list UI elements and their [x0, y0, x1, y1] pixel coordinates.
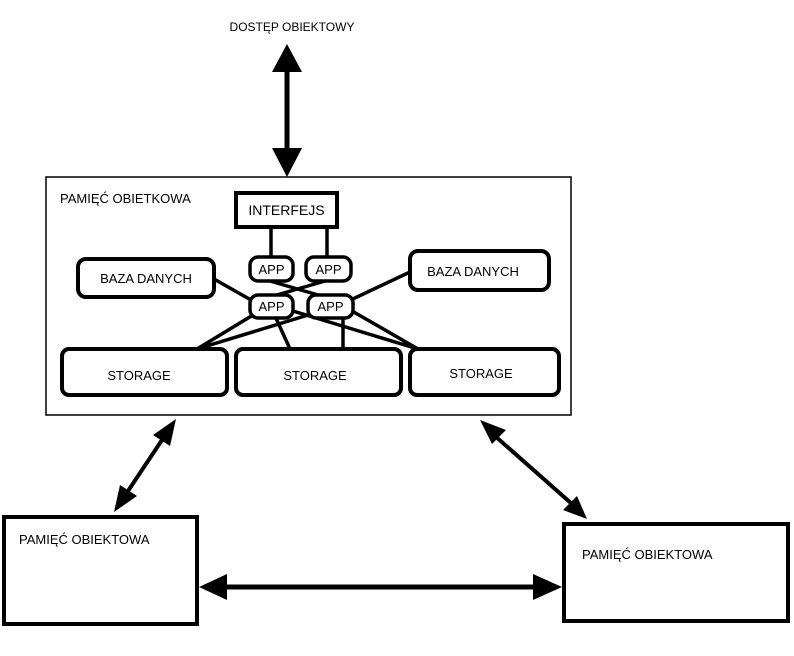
left-diagonal-arrow [114, 419, 176, 512]
app-label: APP [258, 299, 284, 314]
storage-box [234, 347, 403, 397]
storage-box [408, 347, 561, 397]
app-node [248, 255, 295, 283]
app-node [248, 293, 295, 320]
database-box-left [76, 257, 216, 299]
database-label: BAZA DANYCH [427, 264, 519, 279]
app-node [306, 293, 355, 320]
database-label: BAZA DANYCH [100, 271, 192, 286]
remote-right-label: PAMIĘĆ OBIEKTOWA [582, 547, 713, 562]
interface-label: INTERFEJS [248, 202, 324, 218]
app-label: APP [317, 299, 343, 314]
storage-label: STORAGE [283, 368, 347, 383]
main-box-label: PAMIĘĆ OBIETKOWA [60, 191, 191, 206]
remote-left-label: PAMIĘĆ OBIEKTOWA [19, 532, 150, 547]
remote-storage-right [562, 522, 790, 623]
bottom-horizontal-arrow [199, 574, 562, 600]
database-box-right [408, 249, 551, 292]
top-access-arrow [272, 44, 302, 177]
remote-storage-left [2, 515, 199, 626]
right-diagonal-arrow [480, 420, 587, 519]
interface-box [234, 191, 339, 229]
storage-label: STORAGE [107, 368, 171, 383]
storage-box [60, 347, 229, 397]
app-node [304, 255, 353, 283]
app-label: APP [258, 262, 284, 277]
top-access-label: DOSTĘP OBIEKTOWY [230, 20, 355, 34]
storage-label: STORAGE [449, 366, 513, 381]
app-label: APP [315, 262, 341, 277]
